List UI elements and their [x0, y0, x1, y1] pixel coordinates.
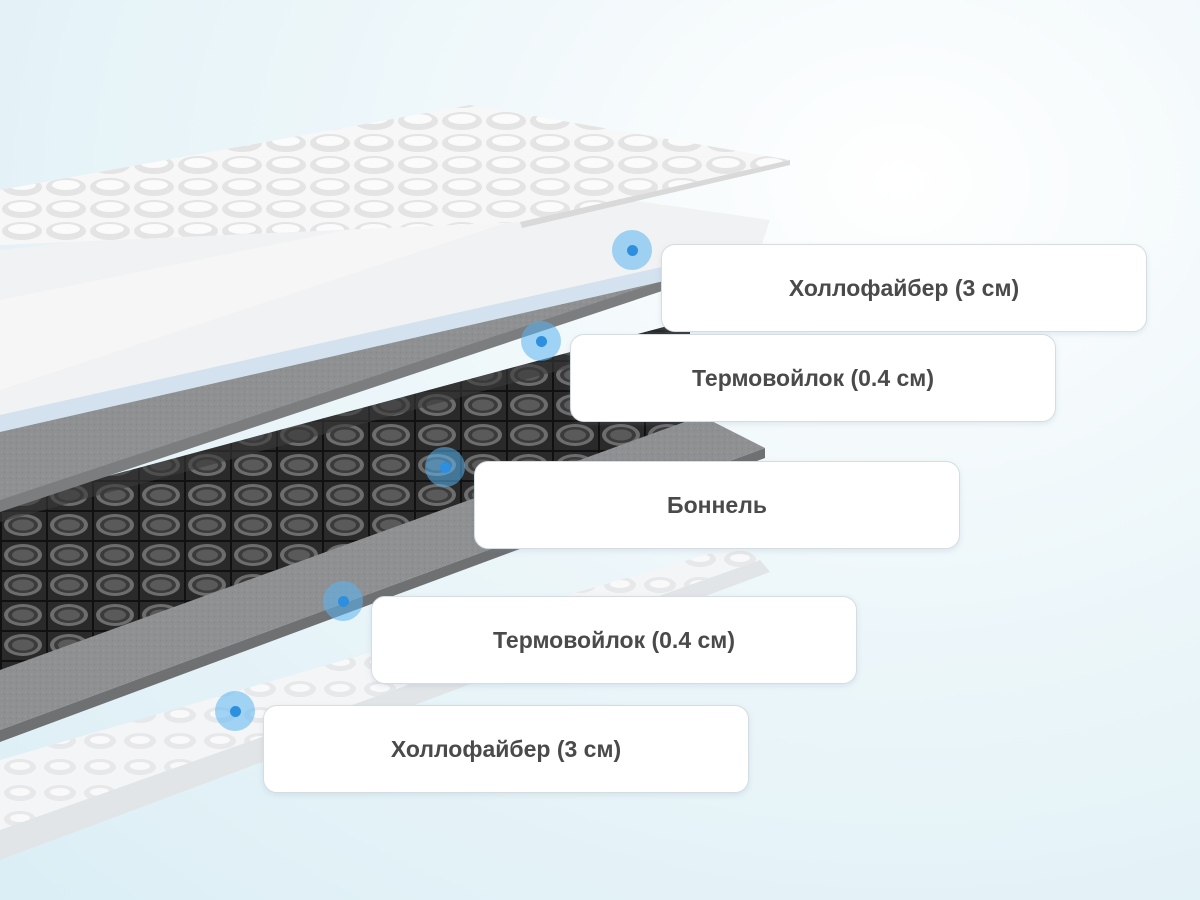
- layer-5-marker: [215, 691, 255, 731]
- marker-dot: [229, 705, 241, 717]
- layer-3-marker: [425, 447, 465, 487]
- layer-1-marker: [612, 230, 652, 270]
- top-hollofiber-layer: [0, 190, 770, 432]
- layer-label-text: Боннель: [667, 491, 767, 518]
- layer-label-text: Термовойлок (0.4 см): [692, 364, 934, 391]
- layer-label-text: Холлофайбер (3 см): [390, 735, 622, 762]
- layer-label-hollofiber-bottom: Холлофайбер (3 см): [263, 705, 749, 793]
- layer-label-felt-top: Термовойлок (0.4 см): [570, 334, 1056, 422]
- layer-label-text: Холлофайбер (3 см): [788, 274, 1020, 301]
- marker-dot: [626, 244, 638, 256]
- layer-label-felt-bottom: Термовойлок (0.4 см): [371, 596, 857, 684]
- layer-label-text: Термовойлок (0.4 см): [493, 626, 735, 653]
- layer-2-marker: [521, 321, 561, 361]
- quilted-cover: [0, 105, 790, 245]
- layer-label-hollofiber-top: Холлофайбер (3 см): [661, 244, 1147, 332]
- marker-dot: [535, 335, 547, 347]
- marker-dot: [439, 461, 451, 473]
- layer-label-bonnel: Боннель: [474, 461, 960, 549]
- bonnel-spring-block: [0, 320, 690, 670]
- marker-dot: [337, 595, 349, 607]
- layer-4-marker: [323, 581, 363, 621]
